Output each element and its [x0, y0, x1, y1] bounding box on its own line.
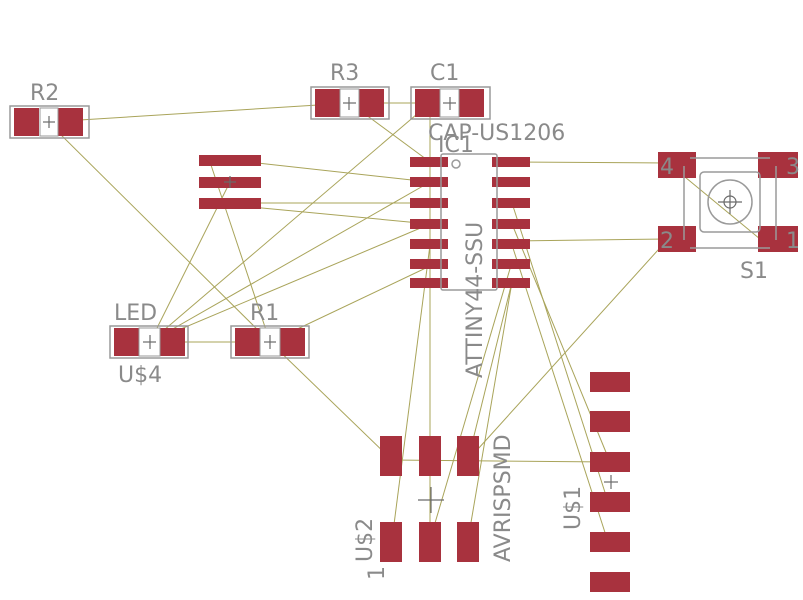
label-avrispsmd: AVRISPSMD	[491, 434, 516, 562]
label-u2-pin1: 1	[365, 566, 390, 580]
label-cap-value: CAP-US1206	[428, 121, 565, 146]
label-c1: C1	[430, 61, 459, 86]
label-s1-pin2: 2	[660, 229, 674, 254]
capacitor-c1[interactable]: C1 CAP-US1206	[410, 61, 565, 146]
resistor-r1[interactable]: R1	[230, 301, 310, 359]
label-u2: U$2	[353, 518, 378, 562]
label-ic1-value: ATTINY44-SSU	[463, 222, 488, 378]
label-u1: U$1	[561, 486, 586, 530]
header-avrispsmd-u2[interactable]: U$2 1 AVRISPSMD	[353, 434, 516, 580]
label-s1-pin1: 1	[786, 229, 800, 254]
label-r1: R1	[250, 301, 279, 326]
resistor-r3[interactable]: R3	[310, 61, 390, 120]
connector-u1[interactable]: U$1	[561, 372, 630, 592]
label-r2: R2	[30, 81, 59, 106]
label-s1-pin3: 3	[786, 155, 800, 180]
ic-attiny44[interactable]: IC1 ATTINY44-SSU	[410, 133, 530, 378]
label-s1-pin4: 4	[660, 155, 674, 180]
three-pad-component[interactable]	[199, 155, 261, 209]
label-s1: S1	[740, 259, 768, 284]
label-ic1: IC1	[438, 133, 474, 158]
switch-s1[interactable]: 4 3 2 1 S1	[658, 152, 800, 284]
label-u4: U$4	[118, 363, 162, 388]
label-led: LED	[114, 301, 157, 326]
resistor-r2[interactable]: R2	[9, 81, 90, 139]
led-u4[interactable]: LED U$4	[109, 301, 189, 388]
label-r3: R3	[330, 61, 359, 86]
